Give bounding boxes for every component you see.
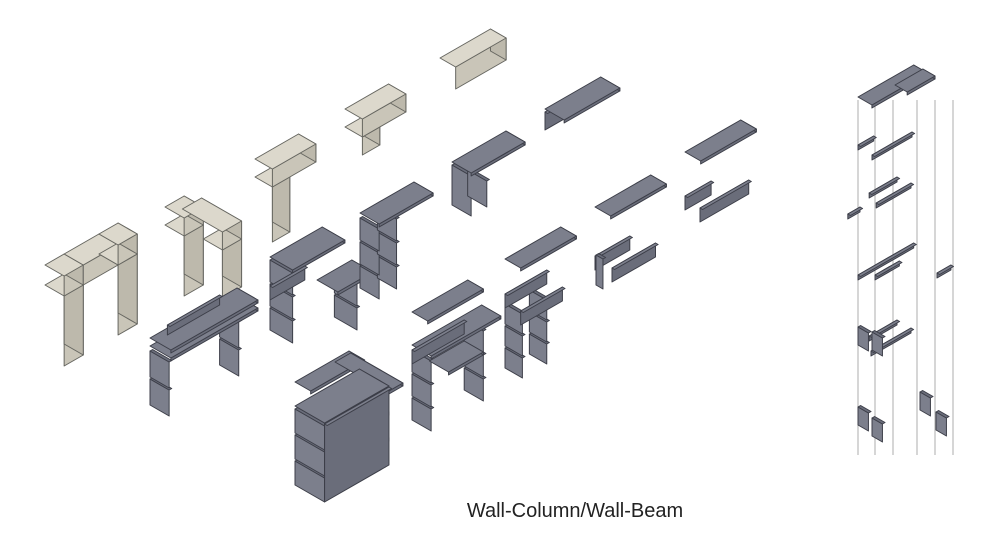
exploded-rail-5-edge [847, 206, 864, 216]
exploded-panel-6-edge [935, 410, 950, 419]
mass-l-upper-face-top [344, 83, 407, 120]
plate-pair-2-post [595, 254, 604, 290]
plate-pair-1a-edge [684, 180, 715, 198]
exploded-rail-6-edge [857, 242, 917, 277]
mass-bar-face-top [439, 28, 507, 68]
plate-l-float [294, 350, 404, 396]
frame-h-top [269, 226, 346, 271]
plate-single-1 [684, 119, 757, 162]
frame-gamma-top [359, 181, 434, 225]
plate-channel [544, 76, 621, 131]
exploded-rail-3-edge [868, 176, 901, 195]
frame-stack-right-rail2-edge [520, 286, 566, 313]
frame-stack-right [504, 269, 566, 379]
mass-h-arm-face-top [181, 197, 243, 233]
exploded-rail-4-edge [875, 182, 915, 205]
caption: Wall-Column/Wall-Beam [466, 500, 684, 522]
exploded-rail-2-edge [871, 131, 916, 157]
frame-arch-b-back-edge [324, 386, 393, 426]
plate-pair-2-post-edge [595, 253, 607, 260]
exploded-rail-1-edge [857, 135, 877, 147]
exploded-panel-4-edge [871, 416, 886, 425]
plate-channel-top [544, 76, 621, 121]
frame-stack-mid-rail-edge [411, 319, 468, 352]
plate-pair-2b-edge [611, 242, 659, 270]
frame-gamma [359, 181, 434, 300]
leader-lines [857, 100, 954, 455]
frame-stack-right-rail1-edge [504, 269, 550, 296]
exploded-panel-5-edge [919, 390, 934, 399]
frame-l [451, 130, 526, 217]
exploded-panel-1-edge [857, 325, 872, 334]
frame-h [269, 226, 374, 344]
frame-arch-a-beam-front-edge [166, 294, 223, 327]
exploded-rail-8-edge [936, 264, 955, 275]
mass-blocks [44, 28, 507, 367]
frame-stack-mid [411, 304, 502, 432]
exploded-panel-2-edge [871, 330, 886, 339]
exploded-rail-7-edge [874, 260, 903, 277]
plate-single-4 [411, 279, 484, 322]
mass-gamma-top-face-top [254, 133, 317, 170]
exploded-top-cap [894, 68, 936, 93]
plate-pair-1b-edge [699, 179, 752, 210]
frame-h-mid-edge [269, 265, 308, 288]
frame-l-top [451, 130, 526, 174]
plate-single-2 [594, 174, 667, 217]
plate-assemblies [149, 64, 955, 503]
frame-arch-a [149, 287, 259, 417]
frame-arch-b [294, 368, 393, 503]
frame-stack-mid-mid [428, 340, 484, 373]
frame-arch-b-floor-2 [294, 368, 390, 424]
mass-arch-cap-right-face-top [98, 222, 138, 246]
plate-single-3 [504, 226, 577, 269]
exploded-panel-3-edge [857, 405, 872, 414]
